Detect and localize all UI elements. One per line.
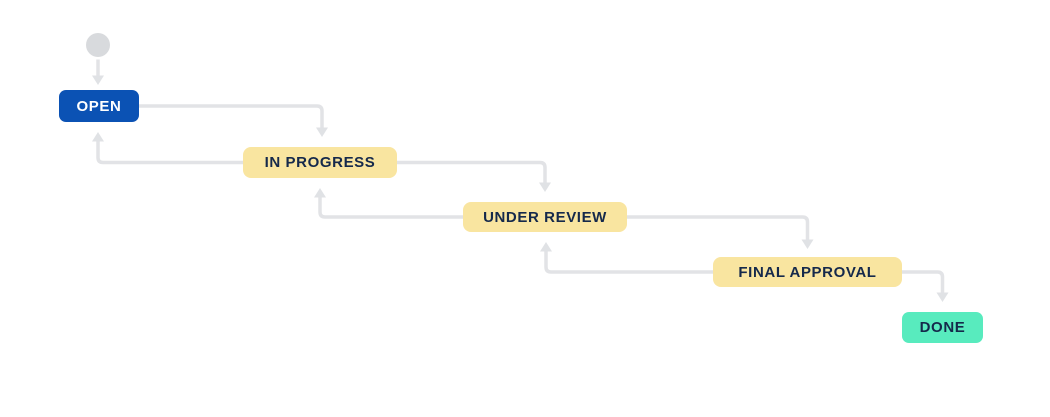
status-label-open: OPEN bbox=[76, 97, 122, 115]
status-label-done: DONE bbox=[919, 319, 966, 336]
status-label-in-progress: IN PROGRESS bbox=[264, 154, 376, 171]
transition-in-progress-to-open bbox=[92, 132, 243, 165]
status-node-final-approval[interactable]: FINAL APPROVAL bbox=[713, 257, 902, 287]
transition-final-approval-to-done bbox=[902, 270, 949, 302]
status-node-under-review[interactable]: UNDER REVIEW bbox=[463, 202, 627, 232]
transition-open-to-in-progress bbox=[139, 104, 328, 137]
transition-final-approval-to-under-review bbox=[540, 242, 713, 274]
transition-in-progress-to-under-review bbox=[397, 160, 551, 192]
status-node-in-progress[interactable]: IN PROGRESS bbox=[243, 147, 397, 178]
status-node-done[interactable]: DONE bbox=[902, 312, 983, 343]
start-node-circle bbox=[86, 33, 110, 57]
transition-under-review-to-final-approval bbox=[627, 215, 814, 249]
status-label-under-review: UNDER REVIEW bbox=[483, 208, 607, 226]
status-label-final-approval: FINAL APPROVAL bbox=[738, 263, 877, 281]
transition-under-review-to-in-progress bbox=[314, 188, 463, 219]
status-node-open[interactable]: OPEN bbox=[59, 90, 139, 122]
